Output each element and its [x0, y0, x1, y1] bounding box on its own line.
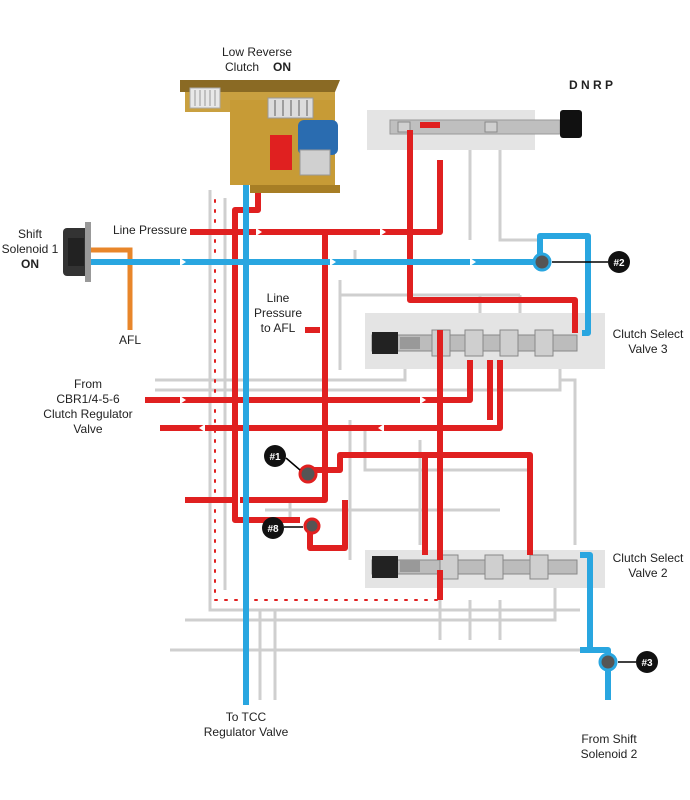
- callout-3: #3: [618, 651, 658, 673]
- callout-1-label: #1: [269, 452, 281, 463]
- afl-label: AFL: [119, 333, 141, 347]
- clutch-select-2-label-1: Clutch Select: [613, 551, 684, 565]
- clutch-select-3-label-1: Clutch Select: [613, 327, 684, 341]
- shift-solenoid-1[interactable]: [63, 222, 91, 282]
- low-reverse-label-1: Low Reverse: [222, 45, 292, 59]
- dotted-feed-passage: [214, 199, 441, 601]
- clutch-select-3-label-2: Valve 3: [628, 342, 667, 356]
- afl-passage: [85, 247, 133, 330]
- gear-selector-label: D N R P: [569, 78, 613, 92]
- manual-valve-body: [367, 110, 582, 150]
- to-tcc-label-2: Regulator Valve: [204, 725, 289, 739]
- callout-8: #8: [262, 517, 303, 539]
- clutch-select-2-label-2: Valve 2: [628, 566, 667, 580]
- callout-2: #2: [552, 251, 630, 273]
- from-cbr-label-3: Clutch Regulator: [43, 407, 132, 421]
- callout-1: #1: [264, 445, 301, 471]
- callout-2-label: #2: [613, 258, 625, 269]
- to-tcc-label-1: To TCC: [226, 710, 267, 724]
- callout-8-label: #8: [267, 524, 279, 535]
- line-pressure-afl-label-1: Line: [267, 291, 290, 305]
- check-ball-1: [298, 464, 318, 484]
- from-cbr-label-2: CBR1/4-5-6: [56, 392, 120, 406]
- line-pressure-label: Line Pressure: [113, 223, 187, 237]
- low-reverse-label-2: Clutch: [225, 60, 259, 74]
- callout-3-label: #3: [641, 658, 653, 669]
- clutch-piston: [298, 120, 338, 155]
- from-cbr-label-1: From: [74, 377, 102, 391]
- from-shift-sol2-label-1: From Shift: [581, 732, 637, 746]
- diagram-labels: Low Reverse Clutch ON D N R P Shift Sole…: [2, 45, 684, 761]
- shift-solenoid-label-2: Solenoid 1: [2, 242, 59, 256]
- shift-solenoid-state: ON: [21, 257, 39, 271]
- clutch-select-valve-2-body[interactable]: [365, 550, 605, 588]
- from-cbr-label-4: Valve: [73, 422, 102, 436]
- check-ball-2: [532, 252, 552, 272]
- manual-valve-handle: [560, 110, 582, 138]
- shift-solenoid-label-1: Shift: [18, 227, 43, 241]
- check-ball-8: [303, 517, 321, 535]
- low-reverse-state: ON: [273, 60, 291, 74]
- line-pressure-afl-label-3: to AFL: [261, 321, 296, 335]
- line-pressure-passages: [145, 105, 578, 600]
- exhaust-passages: [155, 140, 600, 700]
- flow-arrows: [180, 228, 476, 432]
- from-shift-sol2-label-2: Solenoid 2: [581, 747, 638, 761]
- line-pressure-afl-label-2: Pressure: [254, 306, 302, 320]
- check-ball-3: [598, 652, 618, 672]
- clutch-select-valve-3-body[interactable]: [365, 313, 605, 369]
- low-reverse-clutch-assembly: [180, 80, 340, 193]
